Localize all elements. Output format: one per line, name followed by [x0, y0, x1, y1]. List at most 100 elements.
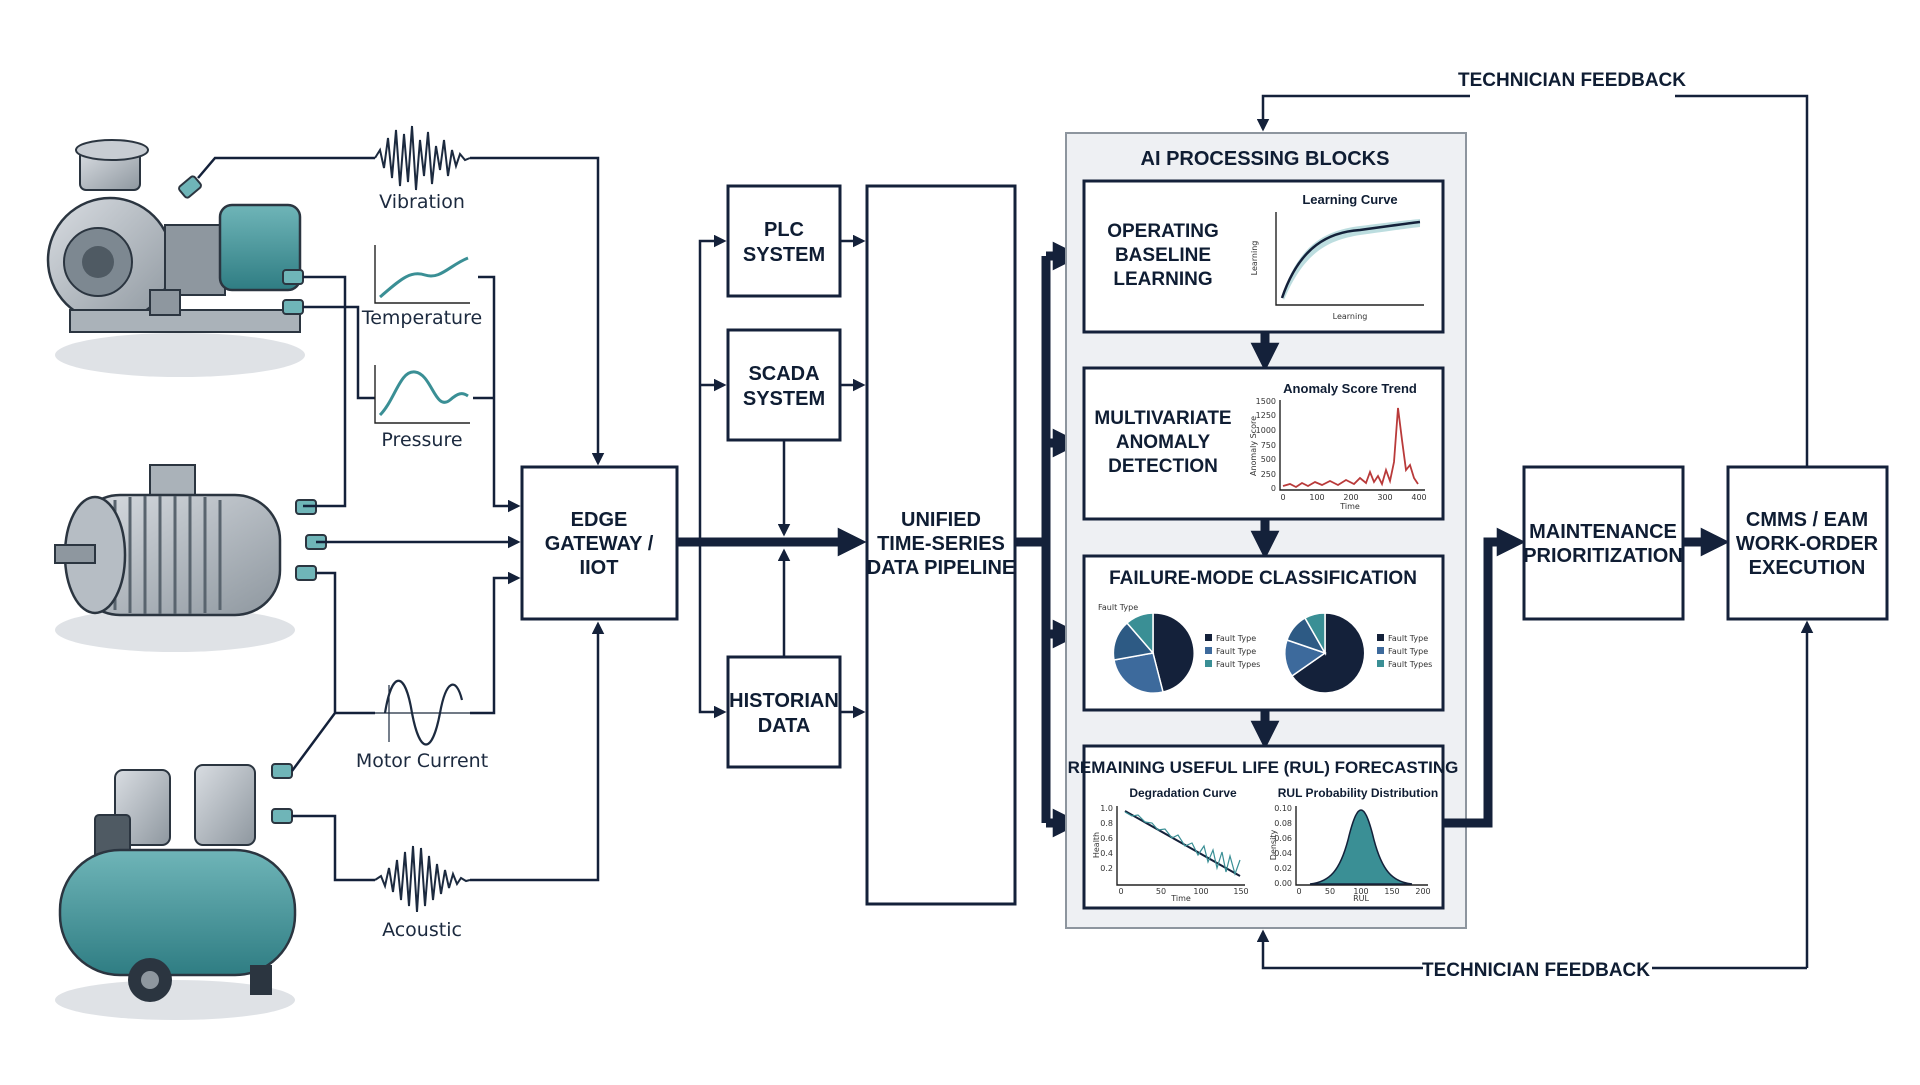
svg-text:IIOT: IIOT [580, 557, 619, 579]
svg-text:PLC: PLC [764, 219, 804, 241]
failure-mode-block: FAILURE-MODE CLASSIFICATION Fault Type F… [1082, 554, 1445, 712]
motor-current-waveform [375, 679, 470, 746]
svg-text:1500: 1500 [1256, 397, 1276, 406]
degradation-axes [1116, 806, 1245, 886]
degradation-xlabel: Time [1170, 894, 1191, 903]
svg-text:0: 0 [1271, 484, 1276, 493]
svg-text:EDGE: EDGE [571, 509, 628, 531]
pie-legend-1: Fault Type Fault Type Fault Types [1205, 634, 1260, 669]
rul-dist-title: RUL Probability Distribution [1278, 786, 1438, 800]
learning-curve-ylabel: Learning [1250, 241, 1259, 276]
rul-dist-yticks: 0.10 0.08 0.06 0.04 0.02 0.00 [1274, 804, 1292, 888]
edge-gateway-node: EDGE GATEWAY / IIOT [520, 465, 679, 621]
feedback-loop-top: TECHNICIAN FEEDBACK [1256, 70, 1809, 467]
svg-text:50: 50 [1156, 887, 1166, 896]
degradation-yticks: 1.0 0.8 0.6 0.4 0.2 [1100, 804, 1113, 873]
anomaly-chart-axes [1279, 400, 1425, 491]
svg-text:250: 250 [1261, 470, 1276, 479]
feedback-loop-bottom: TECHNICIAN FEEDBACK [1256, 620, 1814, 981]
svg-text:Fault Type: Fault Type [1388, 647, 1428, 656]
historian-data-node: HISTORIAN DATA [726, 655, 842, 769]
svg-text:0.02: 0.02 [1274, 864, 1292, 873]
svg-text:100: 100 [1309, 493, 1324, 502]
feedback-top-label: TECHNICIAN FEEDBACK [1458, 70, 1686, 91]
svg-text:0.06: 0.06 [1274, 834, 1292, 843]
pressure-label: Pressure [381, 429, 462, 451]
temperature-label: Temperature [361, 307, 482, 329]
pipeline-to-ai-bus [1015, 241, 1082, 838]
svg-text:0.04: 0.04 [1274, 849, 1292, 858]
rul-dist-xticks: 0 50 100 150 200 [1296, 887, 1430, 896]
svg-text:100: 100 [1193, 887, 1208, 896]
svg-text:0.4: 0.4 [1100, 849, 1113, 858]
learning-curve-title: Learning Curve [1302, 192, 1397, 207]
acoustic-label: Acoustic [382, 919, 462, 941]
pressure-mini-chart [374, 365, 470, 424]
svg-text:BASELINE: BASELINE [1115, 245, 1211, 266]
svg-text:0: 0 [1280, 493, 1285, 502]
rul-title: REMAINING USEFUL LIFE (RUL) FORECASTING [1068, 758, 1459, 777]
svg-text:GATEWAY /: GATEWAY / [545, 533, 654, 555]
svg-text:MULTIVARIATE: MULTIVARIATE [1094, 408, 1231, 429]
anomaly-xlabel: Time [1339, 502, 1360, 511]
svg-text:DETECTION: DETECTION [1108, 456, 1218, 477]
degradation-ylabel: Health [1092, 832, 1101, 858]
svg-text:0: 0 [1118, 887, 1123, 896]
svg-text:Fault Type: Fault Type [1216, 634, 1256, 643]
svg-text:150: 150 [1384, 887, 1399, 896]
anomaly-score-line [1282, 407, 1419, 489]
svg-text:DATA: DATA [758, 715, 811, 737]
svg-text:0.8: 0.8 [1100, 819, 1113, 828]
svg-text:200: 200 [1415, 887, 1430, 896]
svg-text:OPERATING: OPERATING [1107, 221, 1219, 242]
air-compressor-illustration [55, 764, 297, 1020]
svg-text:EXECUTION: EXECUTION [1749, 557, 1866, 579]
scada-system-node: SCADA SYSTEM [726, 328, 842, 442]
svg-text:0.10: 0.10 [1274, 804, 1292, 813]
svg-text:MAINTENANCE: MAINTENANCE [1529, 521, 1677, 543]
rul-density-curve [1309, 809, 1413, 885]
svg-text:1250: 1250 [1256, 411, 1276, 420]
anomaly-ylabel: Anomaly Score [1249, 416, 1258, 476]
svg-text:0.00: 0.00 [1274, 879, 1292, 888]
degradation-observed [1124, 811, 1241, 876]
data-bus [677, 234, 867, 719]
svg-text:PRIORITIZATION: PRIORITIZATION [1523, 545, 1683, 567]
svg-text:0.08: 0.08 [1274, 819, 1292, 828]
svg-text:Fault Type: Fault Type [1216, 647, 1256, 656]
svg-text:SYSTEM: SYSTEM [743, 244, 825, 266]
rul-dist-axes [1295, 806, 1428, 886]
rul-to-maintenance-arrow [1443, 527, 1526, 828]
vibration-waveform [374, 125, 471, 191]
svg-text:1000: 1000 [1256, 426, 1276, 435]
pie-chart-1 [1112, 612, 1195, 694]
svg-text:SCADA: SCADA [748, 363, 819, 385]
svg-text:CMMS / EAM: CMMS / EAM [1746, 509, 1868, 531]
baseline-learning-block: OPERATING BASELINE LEARNING Learning Cur… [1082, 179, 1445, 334]
learning-curve-line [1280, 220, 1421, 299]
svg-text:UNIFIED: UNIFIED [901, 509, 981, 531]
anomaly-chart-title: Anomaly Score Trend [1283, 381, 1417, 396]
svg-text:150: 150 [1233, 887, 1248, 896]
electric-motor-illustration [54, 464, 295, 652]
svg-text:1.0: 1.0 [1100, 804, 1113, 813]
svg-text:WORK-ORDER: WORK-ORDER [1736, 533, 1879, 555]
rul-forecasting-block: REMAINING USEFUL LIFE (RUL) FORECASTING … [1068, 744, 1459, 910]
svg-text:300: 300 [1377, 493, 1392, 502]
sensor-wiring [197, 156, 605, 882]
temperature-mini-chart [374, 245, 470, 304]
rul-dist-ylabel: Density [1269, 830, 1278, 861]
anomaly-xticks: 0 100 200 300 400 [1280, 493, 1426, 502]
pie-chart-2 [1284, 612, 1366, 694]
anomaly-yticks: 1500 1250 1000 750 500 250 0 [1256, 397, 1276, 493]
svg-text:100: 100 [1353, 887, 1368, 896]
svg-text:Fault Types: Fault Types [1216, 660, 1260, 669]
vibration-label: Vibration [379, 191, 465, 213]
svg-text:Fault Type: Fault Type [1388, 634, 1428, 643]
svg-text:50: 50 [1325, 887, 1335, 896]
degradation-title: Degradation Curve [1129, 786, 1237, 800]
svg-text:HISTORIAN: HISTORIAN [729, 690, 839, 712]
maintenance-prioritization-node: MAINTENANCE PRIORITIZATION [1522, 465, 1685, 621]
rul-dist-xlabel: RUL [1353, 894, 1369, 903]
